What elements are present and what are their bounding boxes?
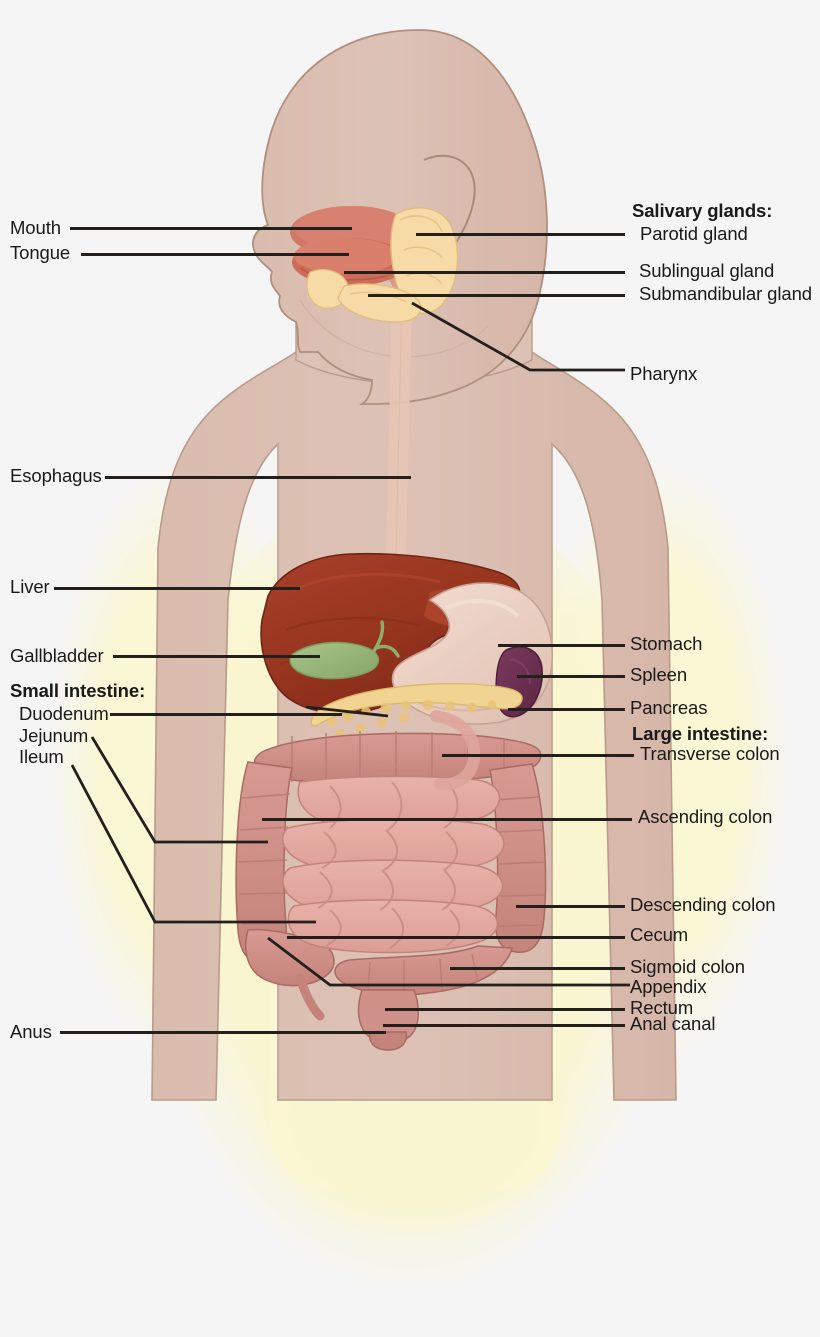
- leader-spleen: [517, 675, 625, 678]
- leader-rectum: [385, 1008, 625, 1011]
- leader-submandibular-gland: [368, 294, 625, 297]
- label-ascending-colon: Ascending colon: [638, 806, 773, 827]
- label-appendix: Appendix: [630, 976, 707, 997]
- label-tongue: Tongue: [10, 242, 71, 263]
- label-sublingual-gland: Sublingual gland: [639, 260, 775, 281]
- label-esophagus: Esophagus: [10, 465, 102, 486]
- leader-stomach: [498, 644, 625, 647]
- leader-esophagus: [105, 476, 411, 479]
- leader-liver: [54, 587, 300, 590]
- leader-mouth: [70, 227, 352, 230]
- label-pancreas: Pancreas: [630, 697, 708, 718]
- label-duodenum: Duodenum: [19, 703, 109, 724]
- label-cecum: Cecum: [630, 924, 689, 945]
- label-pharynx: Pharynx: [630, 363, 698, 384]
- label-salivary-glands-heading: Salivary glands:: [632, 200, 773, 221]
- label-jejunum: Jejunum: [19, 725, 89, 746]
- leader-anal-canal: [383, 1024, 625, 1027]
- label-gallbladder: Gallbladder: [10, 645, 104, 666]
- label-anus: Anus: [10, 1021, 52, 1042]
- label-mouth: Mouth: [10, 217, 61, 238]
- leader-descending-colon: [516, 905, 625, 908]
- label-large-intestine-heading: Large intestine:: [632, 723, 769, 744]
- leader-pancreas: [508, 708, 625, 711]
- label-anal-canal: Anal canal: [630, 1013, 716, 1034]
- label-descending-colon: Descending colon: [630, 894, 776, 915]
- label-sigmoid-colon: Sigmoid colon: [630, 956, 745, 977]
- leader-anus: [60, 1031, 386, 1034]
- label-transverse-colon: Transverse colon: [640, 743, 780, 764]
- leader-duodenum: [110, 713, 342, 716]
- label-small-intestine-heading: Small intestine:: [10, 680, 146, 701]
- label-ileum: Ileum: [19, 746, 64, 767]
- label-spleen: Spleen: [630, 664, 688, 685]
- label-stomach: Stomach: [630, 633, 703, 654]
- leader-parotid-gland: [416, 233, 625, 236]
- leader-sigmoid-colon: [450, 967, 625, 970]
- label-rectum: Rectum: [630, 997, 694, 1018]
- label-parotid-gland: Parotid gland: [640, 223, 748, 244]
- leader-cecum: [287, 936, 625, 939]
- gallbladder-organ: [289, 620, 400, 680]
- leader-tongue: [81, 253, 349, 256]
- leader-sublingual-gland: [344, 271, 625, 274]
- label-submandibular-gland: Submandibular gland: [639, 283, 812, 304]
- label-liver: Liver: [10, 576, 50, 597]
- leader-ascending-colon: [262, 818, 632, 821]
- leader-transverse-colon: [442, 754, 634, 757]
- leader-gallbladder: [113, 655, 320, 658]
